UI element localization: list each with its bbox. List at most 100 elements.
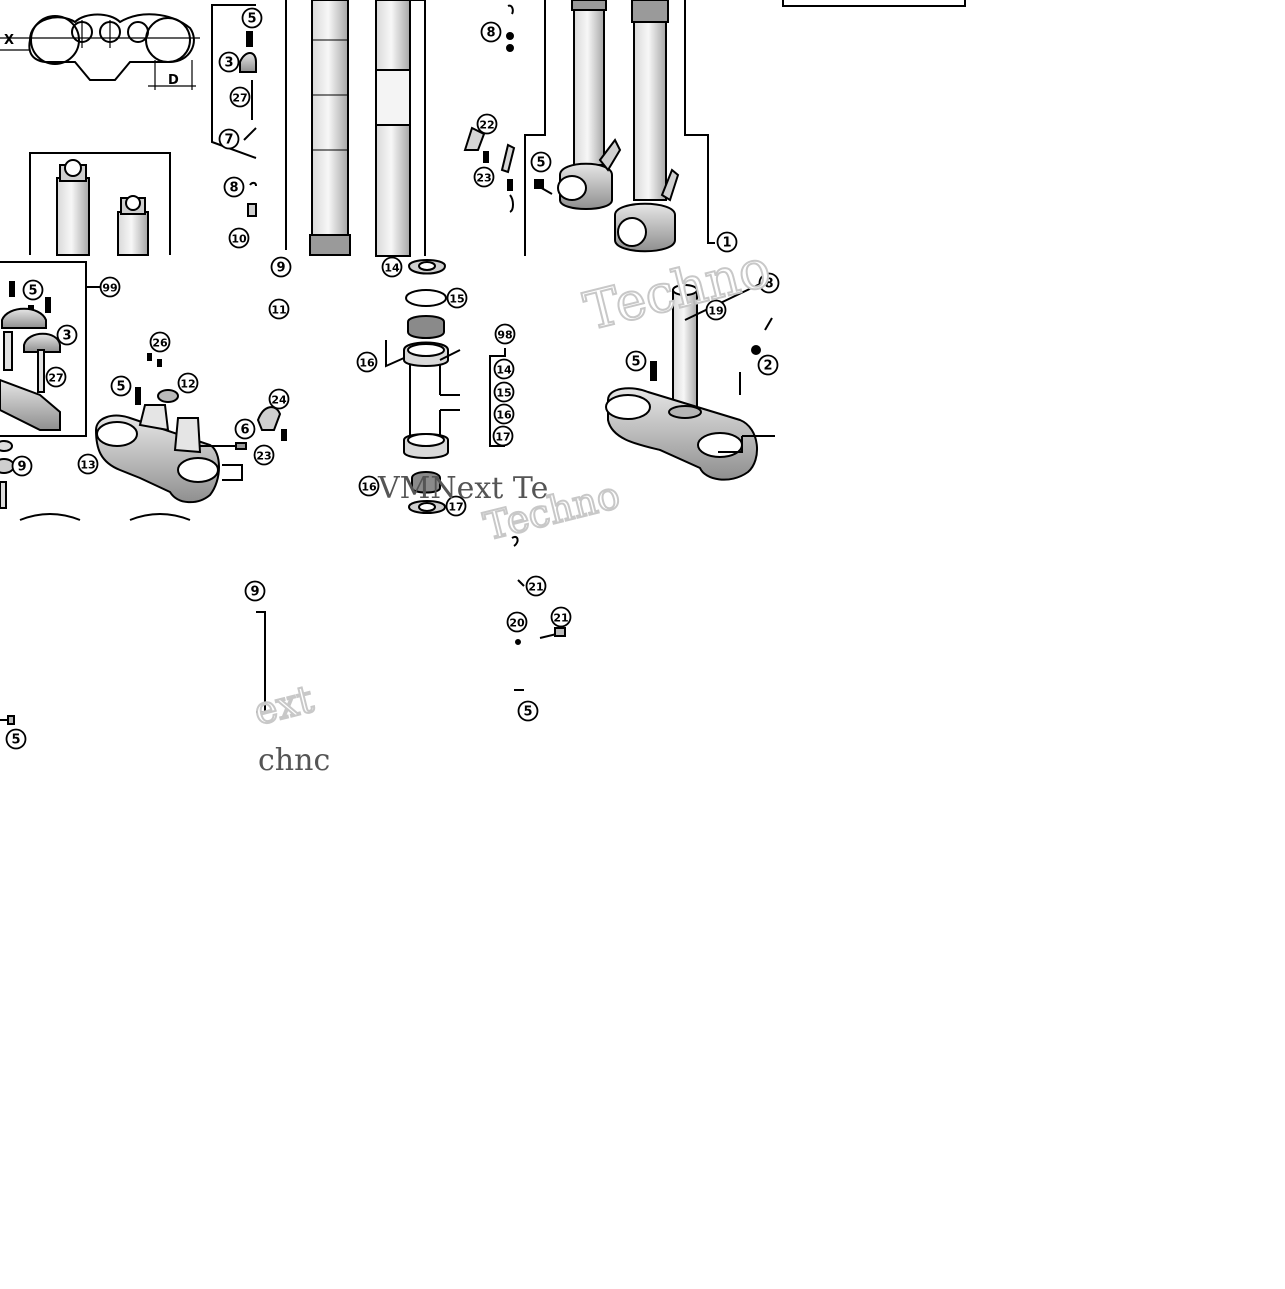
top-clamp-dimension-view <box>0 13 200 90</box>
callout-c98: 98 <box>494 323 516 345</box>
callout-number: 98 <box>497 329 512 342</box>
dimension-d-label: D <box>168 73 179 88</box>
callout-number: 7 <box>224 133 233 148</box>
callout-c14a: 14 <box>381 256 403 278</box>
top-right-frame <box>782 0 966 7</box>
callout-number: 16 <box>359 357 375 370</box>
callout-number: 5 <box>631 355 640 370</box>
dimension-x-label: X <box>4 33 14 48</box>
callout-circle <box>45 366 67 388</box>
callout-circle <box>149 331 171 353</box>
callout-c99: 99 <box>99 276 121 298</box>
callout-circle <box>493 358 515 380</box>
callout-number: 24 <box>271 394 287 407</box>
callout-circle <box>492 425 514 447</box>
callout-number: 9 <box>17 460 26 475</box>
callout-c9a: 9 <box>270 256 292 278</box>
callout-number: 1 <box>722 236 731 251</box>
callout-c19: 19 <box>705 299 727 321</box>
callout-circle <box>270 256 292 278</box>
callout-number: 9 <box>250 585 259 600</box>
callout-c16a: 16 <box>356 351 378 373</box>
callout-circle <box>716 231 738 253</box>
callout-number: 3 <box>62 329 71 344</box>
callout-circle <box>493 403 515 425</box>
callout-c5g: 5 <box>5 728 27 750</box>
callout-c22: 22 <box>476 113 498 135</box>
callout-circle <box>241 7 263 29</box>
callout-number: 17 <box>448 501 463 514</box>
callout-c2: 2 <box>757 354 779 376</box>
callout-c8a: 8 <box>223 176 245 198</box>
callout-number: 16 <box>496 409 512 422</box>
callout-circle <box>476 113 498 135</box>
callout-circle <box>268 298 290 320</box>
clamp-parts-box-99 <box>0 261 100 509</box>
callout-c20: 20 <box>506 611 528 633</box>
callout-c7: 7 <box>218 128 240 150</box>
callout-c27a: 27 <box>229 86 251 108</box>
callout-number: 21 <box>528 581 543 594</box>
callout-c27b: 27 <box>45 366 67 388</box>
callout-number: 16 <box>361 481 377 494</box>
callout-c9b: 9 <box>11 455 33 477</box>
callout-circle <box>234 418 256 440</box>
callout-circle <box>11 455 33 477</box>
callout-number: 14 <box>384 262 400 275</box>
callout-number: 8 <box>486 26 495 41</box>
lower-fragments <box>0 513 566 725</box>
callout-circle <box>506 611 528 633</box>
callout-c23a: 23 <box>473 166 495 188</box>
callout-c17a: 17 <box>492 425 514 447</box>
callout-circle <box>77 453 99 475</box>
callout-c8b: 8 <box>480 21 502 43</box>
callout-circle <box>228 227 250 249</box>
callout-c5b: 5 <box>530 151 552 173</box>
callout-c1: 1 <box>716 231 738 253</box>
callout-number: 8 <box>229 181 238 196</box>
callout-number: 27 <box>48 372 63 385</box>
watermark-text: ext <box>250 677 318 734</box>
callout-number: 13 <box>80 459 95 472</box>
watermark-text: chnc <box>258 743 330 778</box>
callout-number: 11 <box>271 304 286 317</box>
callout-c5f: 5 <box>517 700 539 722</box>
callout-c5e: 5 <box>625 350 647 372</box>
callout-c17b: 17 <box>445 495 467 517</box>
callout-number: 26 <box>152 337 168 350</box>
callout-c23b: 23 <box>253 444 275 466</box>
callout-number: 27 <box>232 92 247 105</box>
front-fork-assembly <box>524 0 715 256</box>
fork-tube-pair <box>285 0 426 257</box>
callout-c24: 24 <box>268 388 290 410</box>
callout-c16c: 16 <box>358 475 380 497</box>
callout-circle <box>56 324 78 346</box>
callout-c15b: 15 <box>493 381 515 403</box>
callout-c8c: 8 <box>758 272 780 294</box>
callout-circle <box>625 350 647 372</box>
handlebar-clamp-parts <box>211 4 257 217</box>
callout-circle <box>758 272 780 294</box>
callout-circle <box>493 381 515 403</box>
callout-c21b: 21 <box>550 606 572 628</box>
fork-tube-tops-box <box>29 152 171 256</box>
callout-circle <box>530 151 552 173</box>
callout-circle <box>480 21 502 43</box>
callout-circle <box>268 388 290 410</box>
callout-circle <box>177 372 199 394</box>
callout-number: 20 <box>509 617 525 630</box>
callout-number: 17 <box>495 431 510 444</box>
callout-circle <box>110 375 132 397</box>
callout-number: 5 <box>11 733 20 748</box>
watermark-text: VMNext Te <box>377 471 548 506</box>
callout-circle <box>473 166 495 188</box>
callout-c13: 13 <box>77 453 99 475</box>
callout-number: 19 <box>708 305 723 318</box>
callout-number: 12 <box>180 378 195 391</box>
callout-number: 5 <box>523 705 532 720</box>
lower-triple-clamp <box>605 283 775 481</box>
callout-number: 99 <box>102 282 117 295</box>
